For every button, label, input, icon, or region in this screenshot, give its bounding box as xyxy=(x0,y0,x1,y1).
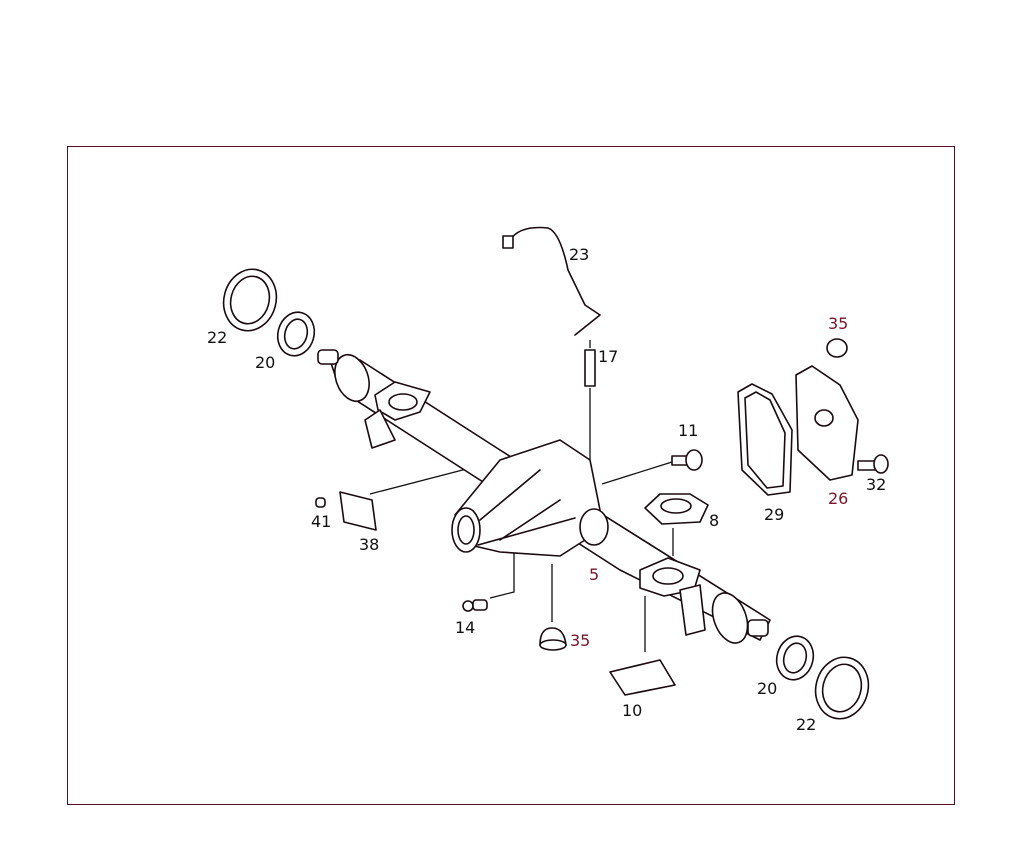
label-35-bottom: 35 xyxy=(570,631,591,650)
label-38: 38 xyxy=(359,535,380,554)
cover-gasket-29 xyxy=(737,383,793,496)
label-32: 32 xyxy=(866,475,887,494)
seal-ring-20-right xyxy=(775,635,815,681)
pin-41 xyxy=(315,497,326,508)
plug-35-top xyxy=(826,338,848,358)
label-22-left: 22 xyxy=(207,328,228,347)
bolt-32 xyxy=(857,454,889,474)
stud-17 xyxy=(584,349,596,387)
plate-38 xyxy=(339,491,377,531)
label-29: 29 xyxy=(764,505,785,524)
plug-35-bottom xyxy=(539,627,567,651)
label-17: 17 xyxy=(598,347,619,366)
label-10: 10 xyxy=(622,701,643,720)
label-14: 14 xyxy=(455,618,476,637)
label-8: 8 xyxy=(709,511,720,530)
label-11: 11 xyxy=(678,421,699,440)
seal-ring-22-right xyxy=(814,656,870,720)
diagram-frame xyxy=(67,146,955,805)
seal-ring-22-left xyxy=(222,268,278,332)
gasket-8 xyxy=(644,493,709,525)
label-41: 41 xyxy=(311,512,332,531)
label-5: 5 xyxy=(589,565,600,584)
label-23: 23 xyxy=(569,245,590,264)
differential-cover-26 xyxy=(795,365,859,481)
label-20-left: 20 xyxy=(255,353,276,372)
label-20-right: 20 xyxy=(757,679,778,698)
breather-pipe-23 xyxy=(502,226,601,336)
label-26: 26 xyxy=(828,489,849,508)
bracket-10 xyxy=(609,659,676,696)
bolt-11 xyxy=(671,449,703,471)
bolt-14 xyxy=(462,599,488,612)
label-35-top: 35 xyxy=(828,314,849,333)
label-22-right: 22 xyxy=(796,715,817,734)
axle-housing xyxy=(317,349,771,644)
seal-ring-20-left xyxy=(276,311,316,357)
